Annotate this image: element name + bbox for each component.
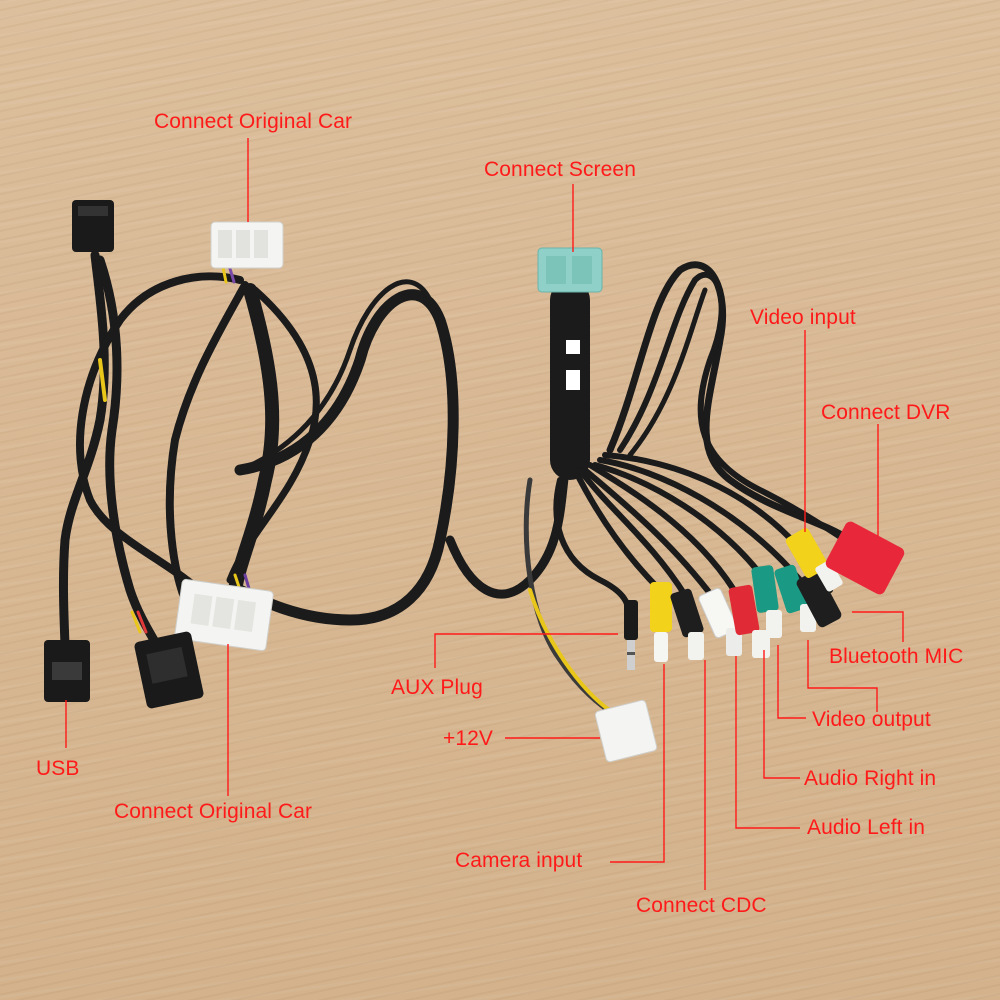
label-aux-plug: AUX Plug — [391, 676, 483, 699]
callout-lines — [65, 138, 904, 890]
label-camera-input: Camera input — [455, 849, 583, 872]
white-connector-bottom — [174, 578, 274, 652]
rca-black-cdc — [670, 588, 704, 660]
label-usb: USB — [36, 757, 80, 780]
label-plus-12v: +12V — [443, 727, 494, 750]
label-connect-cdc: Connect CDC — [636, 894, 767, 917]
label-connect-dvr: Connect DVR — [821, 401, 951, 424]
rca-yellow-video-input — [785, 528, 843, 592]
rca-black-bluetooth-mic — [796, 570, 842, 628]
rca-white-audio-left — [698, 587, 742, 656]
black-plug-top-left — [72, 200, 114, 252]
dvr-connector — [825, 521, 905, 595]
label-connect-original-car-top: Connect Original Car — [154, 110, 353, 133]
label-audio-left-in: Audio Left in — [807, 816, 926, 839]
label-video-input: Video input — [750, 306, 856, 329]
black-plug-bottom — [134, 631, 204, 709]
label-connect-original-car-bottom: Connect Original Car — [114, 800, 313, 823]
teal-screen-connector — [537, 247, 603, 390]
colored-wires — [98, 260, 614, 714]
label-video-output: Video output — [812, 708, 931, 731]
label-bluetooth-mic: Bluetooth MIC — [829, 645, 964, 668]
label-connect-screen: Connect Screen — [484, 158, 636, 181]
rca-red-audio-right — [728, 584, 770, 658]
power-connector — [594, 699, 658, 763]
label-audio-right-in: Audio Right in — [804, 767, 937, 790]
usb-connector — [44, 640, 90, 702]
rca-green-video-output — [751, 565, 782, 638]
aux-plug — [624, 600, 638, 670]
white-connector-top — [210, 221, 284, 269]
rca-yellow-camera — [650, 582, 672, 662]
rca-plugs — [650, 521, 905, 662]
